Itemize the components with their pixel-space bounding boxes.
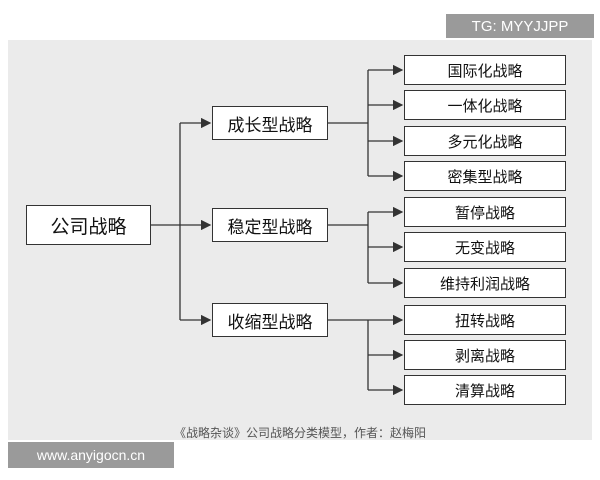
watermark-top: TG: MYYJJPP [446,14,594,38]
leaf-node-3-2: 剥离战略 [404,340,566,370]
root-node: 公司战略 [26,205,151,245]
diagram-caption: 《战略杂谈》公司战略分类模型，作者：赵梅阳 [173,426,426,440]
leaf-node-2-2: 无变战略 [404,232,566,262]
branch-node-growth: 成长型战略 [212,106,328,140]
leaf-node-1-2: 一体化战略 [404,90,566,120]
leaf-node-2-1: 暂停战略 [404,197,566,227]
watermark-bottom: www.anyigocn.cn [8,442,174,468]
leaf-node-3-1: 扭转战略 [404,305,566,335]
branch-node-retrenchment: 收缩型战略 [212,303,328,337]
leaf-node-1-4: 密集型战略 [404,161,566,191]
leaf-node-3-3: 清算战略 [404,375,566,405]
leaf-node-1-1: 国际化战略 [404,55,566,85]
leaf-node-2-3: 维持利润战略 [404,268,566,298]
branch-node-stability: 稳定型战略 [212,208,328,242]
leaf-node-1-3: 多元化战略 [404,126,566,156]
